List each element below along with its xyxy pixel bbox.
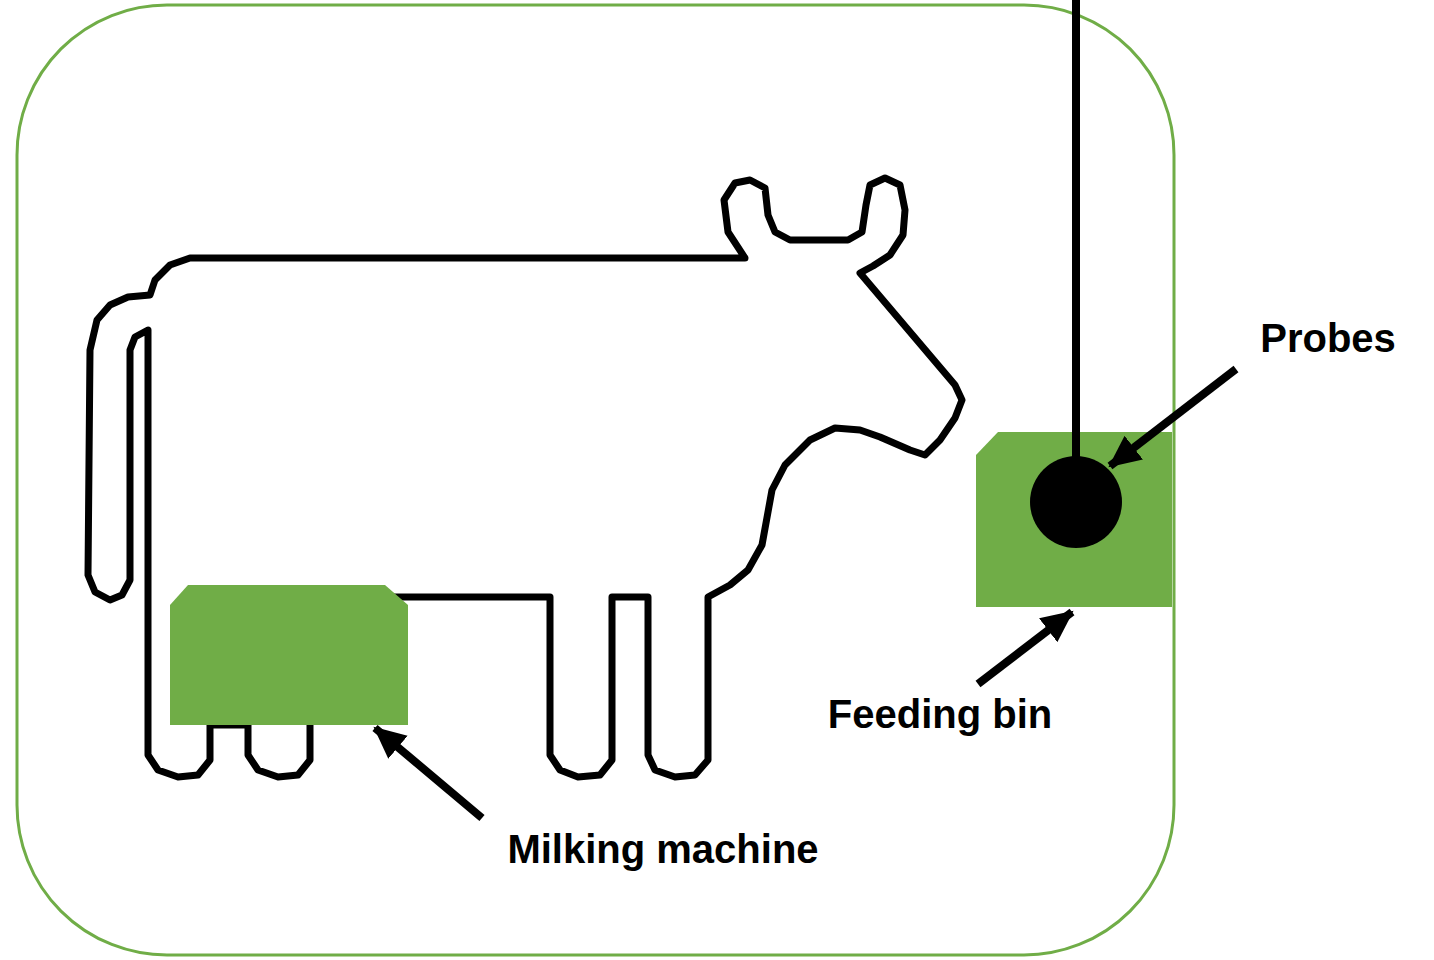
milking-machine [170,585,408,725]
leader-arrow [978,612,1072,684]
part-label: Feeding bin [828,694,1052,734]
part-label: Milking machine [507,829,818,869]
cow-outline [88,178,962,777]
feeding-bin [976,432,1172,607]
leader-arrow [375,728,482,818]
part-label: Probes [1260,318,1396,358]
probe-cable [1072,0,1080,502]
pen-border [17,5,1174,955]
probe-symbol [1030,456,1122,548]
leader-arrow [1110,369,1236,466]
